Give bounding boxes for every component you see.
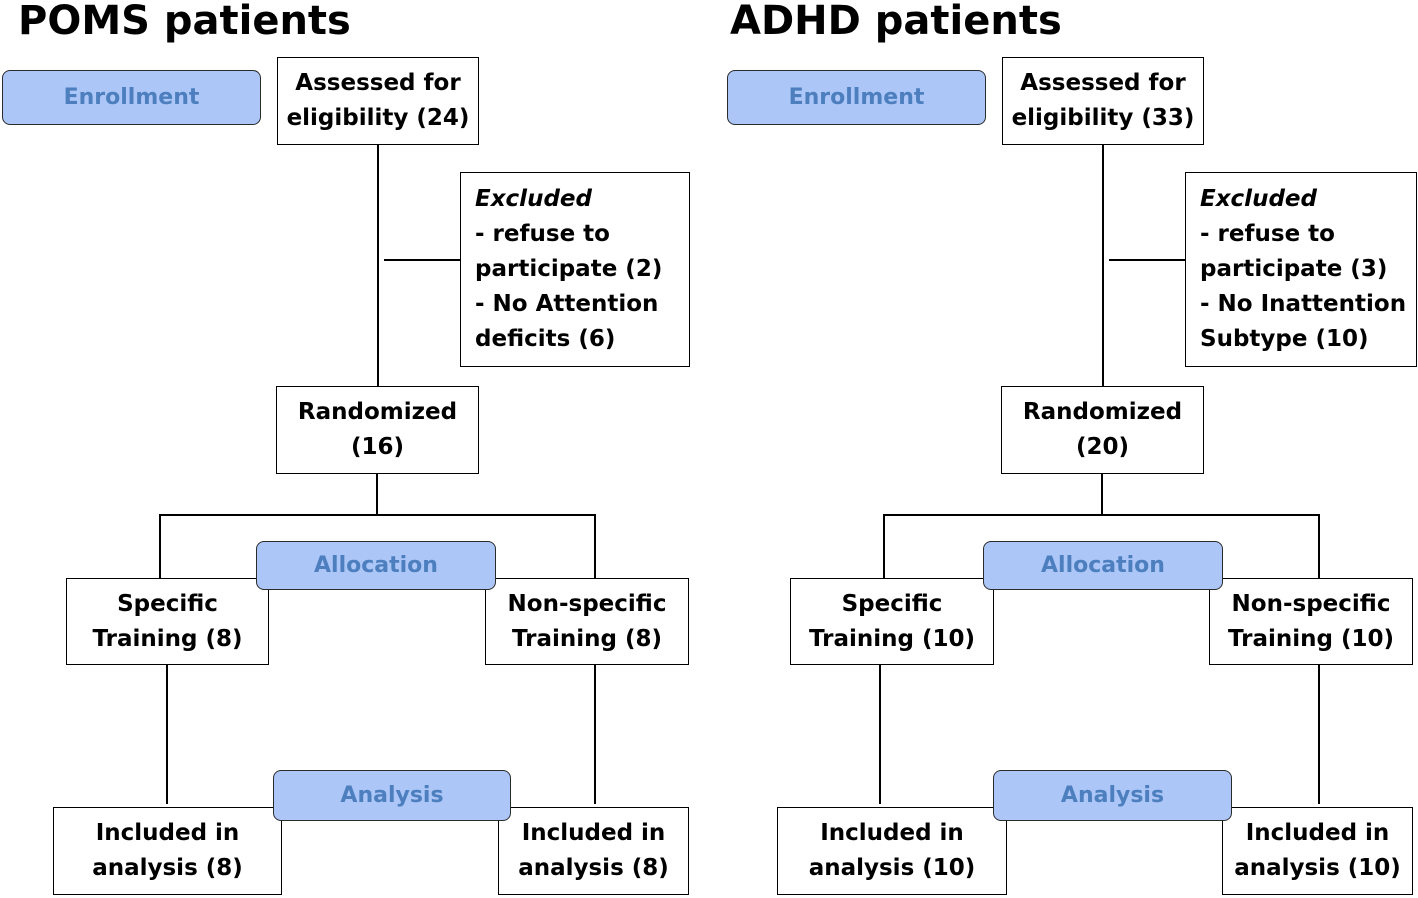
panel-title: ADHD patients [730,0,1062,44]
connector-line [376,473,378,515]
box-line: (16) [350,434,405,460]
connector-line [1109,259,1185,261]
connector-line [883,514,885,579]
box-line: - No Inattention [1200,291,1407,317]
nonspecific-training-box: Non-specific Training (10) [1209,578,1413,665]
enrollment-stage-label: Enrollment [727,70,986,125]
box-line: analysis (8) [518,855,669,881]
included-nonspecific-box: Included in analysis (8) [498,807,689,895]
connector-line [1101,473,1103,515]
allocation-stage-label: Allocation [983,541,1223,590]
connector-line [879,664,881,804]
excluded-heading: Excluded [475,186,592,212]
box-line: Training (8) [511,625,663,652]
connector-line [594,664,596,804]
box-line: Included in [521,820,666,846]
box-line: Included in [1245,820,1390,846]
box-line: - refuse to [1200,221,1335,247]
connector-line [384,259,460,261]
box-line: Assessed for [1020,70,1186,96]
box-line: Non-specific [507,590,667,617]
panel-title: POMS patients [18,0,351,44]
included-specific-box: Included in analysis (10) [777,807,1007,895]
randomized-box: Randomized (20) [1001,386,1204,474]
box-line: - No Attention [475,291,659,317]
connector-line [160,514,596,516]
box-line: Training (8) [92,625,243,652]
specific-training-box: Specific Training (10) [790,578,994,665]
randomized-box: Randomized (16) [276,386,479,474]
excluded-heading: Excluded [1200,186,1317,212]
connector-line [1318,514,1320,579]
box-line: analysis (10) [1234,855,1401,881]
connector-line [159,514,161,579]
assessed-box: Assessed for eligibility (33) [1002,57,1204,145]
box-line: Randomized [297,399,458,425]
connector-line [594,514,596,579]
box-line: Assessed for [295,70,461,96]
allocation-stage-label: Allocation [256,541,496,590]
box-line: Training (10) [1227,625,1395,652]
box-line: analysis (8) [92,855,243,881]
assessed-box: Assessed for eligibility (24) [277,57,479,145]
enrollment-stage-label: Enrollment [2,70,261,125]
box-line: (20) [1075,434,1130,460]
excluded-box: Excluded - refuse to participate (3) - N… [1185,172,1417,367]
included-specific-box: Included in analysis (8) [53,807,282,895]
included-nonspecific-box: Included in analysis (10) [1222,807,1413,895]
connector-line [884,514,1320,516]
box-line: Specific [117,590,218,617]
connector-line [377,144,379,387]
box-line: Non-specific [1231,590,1391,617]
box-line: Specific [841,590,943,617]
excluded-box: Excluded - refuse to participate (2) - N… [460,172,690,367]
specific-training-box: Specific Training (8) [66,578,269,665]
analysis-stage-label: Analysis [993,770,1232,821]
box-line: Included in [95,820,240,846]
box-line: participate (3) [1200,256,1388,282]
connector-line [1102,144,1104,387]
box-line: deficits (6) [475,326,616,352]
box-line: participate (2) [475,256,663,282]
box-line: eligibility (24) [286,105,470,131]
connector-line [166,664,168,804]
analysis-stage-label: Analysis [273,770,511,821]
connector-line [1318,664,1320,804]
box-line: Training (10) [808,625,976,652]
box-line: analysis (10) [808,855,976,881]
box-line: Randomized [1022,399,1183,425]
box-line: - refuse to [475,221,610,247]
nonspecific-training-box: Non-specific Training (8) [485,578,689,665]
box-line: Included in [820,820,964,846]
box-line: Subtype (10) [1200,326,1369,352]
box-line: eligibility (33) [1011,105,1195,131]
